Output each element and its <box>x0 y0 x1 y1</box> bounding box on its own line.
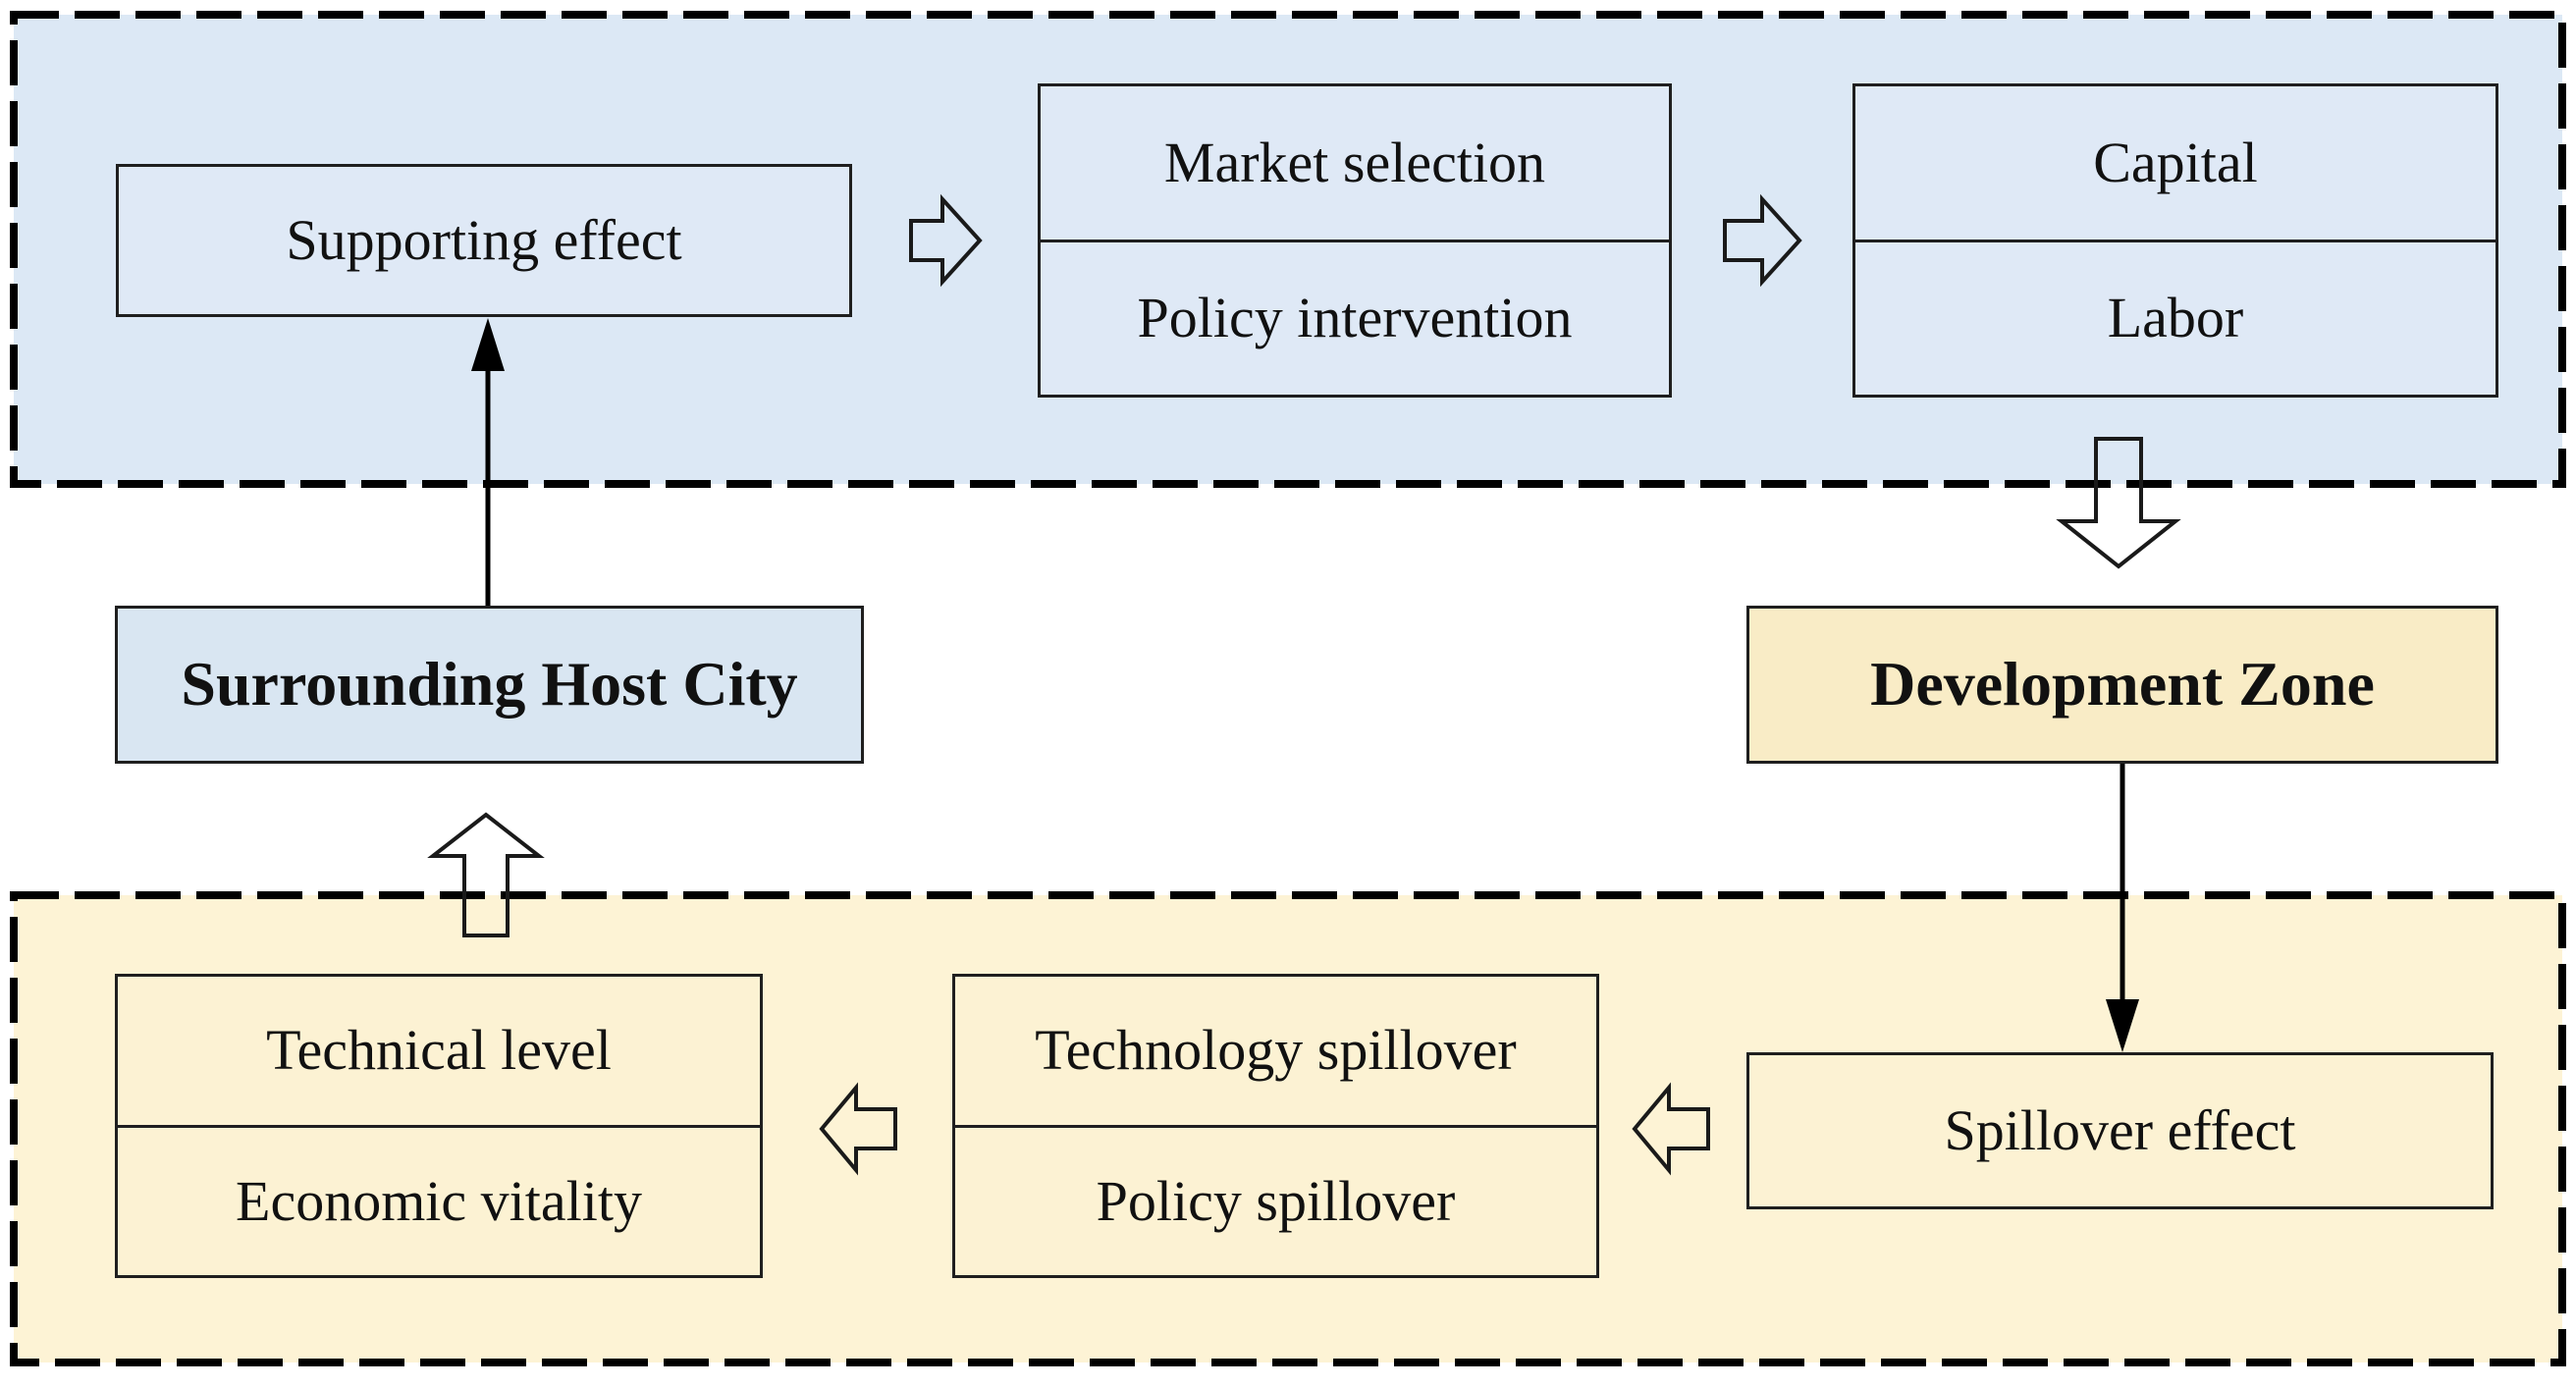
supporting-effect-label: Supporting effect <box>286 208 682 273</box>
technical-level-cell: Technical level <box>266 1018 612 1083</box>
capital-cell: Capital <box>2093 130 2258 194</box>
technology-policy-spillover-box: Technology spillover Policy spillover <box>952 974 1599 1278</box>
market-policy-box: Market selection Policy intervention <box>1038 83 1672 398</box>
up-block-arrow-icon <box>427 812 545 937</box>
right-block-arrow-icon-2 <box>1723 193 1802 288</box>
spillover-effect-box: Spillover effect <box>1746 1052 2494 1209</box>
development-zone-label: Development Zone <box>1870 649 2375 720</box>
technology-spillover-cell: Technology spillover <box>1035 1018 1517 1083</box>
left-block-arrow-icon-2 <box>819 1082 897 1176</box>
spillover-effect-label: Spillover effect <box>1944 1098 2296 1163</box>
host-city-to-supporting-arrowhead-icon <box>471 318 505 371</box>
labor-cell: Labor <box>1855 239 2496 396</box>
development-zone-box: Development Zone <box>1746 606 2498 764</box>
left-block-arrow-icon-1 <box>1632 1082 1710 1176</box>
policy-spillover-cell: Policy spillover <box>955 1124 1596 1276</box>
devzone-to-spillover-arrowhead-icon <box>2106 999 2139 1052</box>
economic-vitality-cell: Economic vitality <box>118 1124 760 1276</box>
capital-labor-box: Capital Labor <box>1852 83 2498 398</box>
supporting-effect-box: Supporting effect <box>116 164 852 317</box>
market-selection-cell: Market selection <box>1163 130 1546 194</box>
right-block-arrow-icon-1 <box>909 193 983 288</box>
down-block-arrow-icon <box>2056 437 2181 569</box>
surrounding-host-city-box: Surrounding Host City <box>115 606 864 764</box>
surrounding-host-city-label: Surrounding Host City <box>181 649 798 720</box>
policy-intervention-cell: Policy intervention <box>1041 239 1669 396</box>
technical-economic-box: Technical level Economic vitality <box>115 974 763 1278</box>
